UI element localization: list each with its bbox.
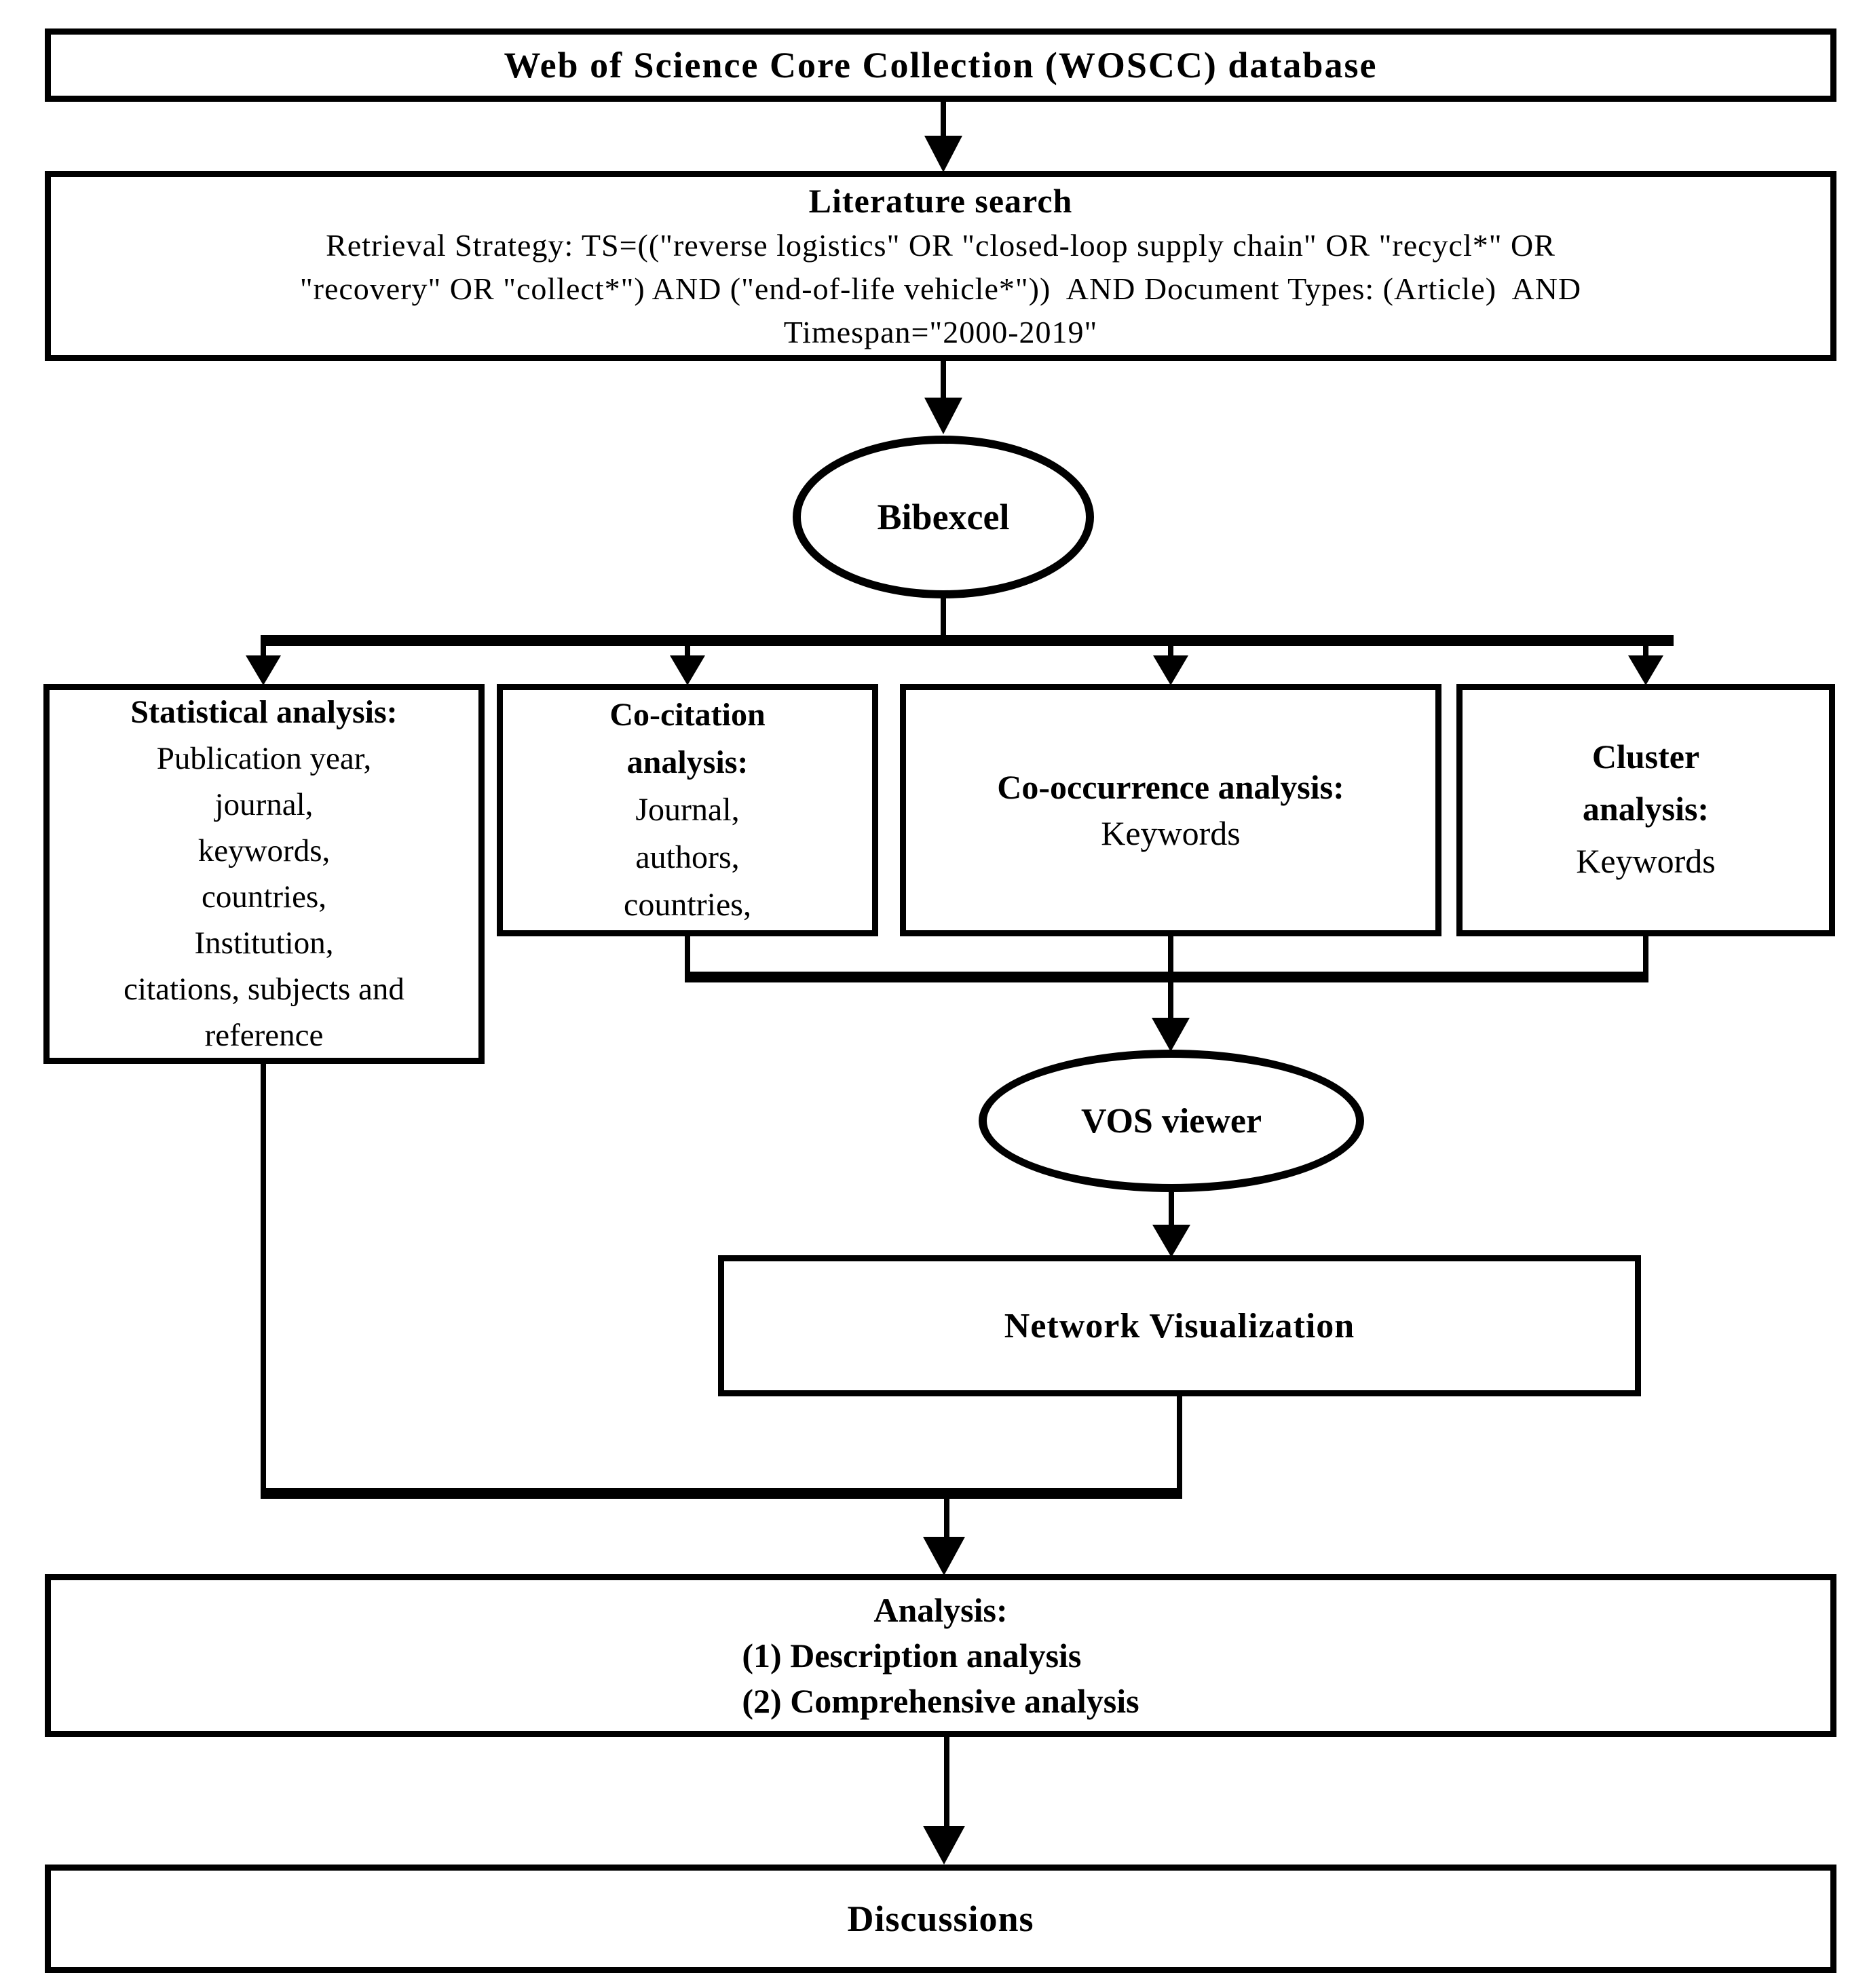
connector-distribution-line <box>261 635 1674 646</box>
cooccurrence-title: Co-occurrence analysis: <box>997 768 1344 806</box>
arrow-down-icon <box>1152 1225 1190 1257</box>
cluster-title-line1: Cluster <box>1591 738 1700 776</box>
connector-merge-line-2 <box>261 1488 1182 1499</box>
literature-retrieval-line-2: "recovery" OR "collect*") AND ("end-of-l… <box>299 271 1582 306</box>
vos-viewer-label: VOS viewer <box>1080 1101 1262 1141</box>
connector-merge-to-analysis <box>944 1499 949 1537</box>
connector-vos-to-network <box>1169 1192 1174 1225</box>
literature-retrieval-line-1: Retrieval Strategy: TS=(("reverse logist… <box>326 228 1555 263</box>
box-cooccurrence-analysis: Co-occurrence analysis: Keywords <box>900 684 1441 936</box>
connector-statistical-down <box>261 1064 266 1488</box>
connector-cocitation-stub <box>685 936 690 972</box>
cocitation-item: countries, <box>624 887 751 923</box>
box-literature-search: Literature search Retrieval Strategy: TS… <box>45 171 1836 361</box>
statistical-item: countries, <box>201 879 327 915</box>
statistical-item: Institution, <box>194 925 334 961</box>
box-woscc-database: Web of Science Core Collection (WOSCC) d… <box>45 28 1836 102</box>
statistical-item: citations, subjects and <box>124 972 404 1007</box>
arrow-down-icon <box>1152 1018 1190 1052</box>
box-cocitation-analysis: Co-citation analysis: Journal, authors, … <box>497 684 878 936</box>
arrow-down-icon <box>1153 655 1188 685</box>
statistical-item: keywords, <box>197 833 331 868</box>
connector-literature-to-bibexcel <box>941 361 946 398</box>
box-network-visualization: Network Visualization <box>718 1255 1641 1396</box>
connector-branch-cluster <box>1643 646 1648 657</box>
literature-title: Literature search <box>808 182 1073 220</box>
arrow-down-icon <box>1628 655 1663 685</box>
arrow-down-icon <box>670 655 705 685</box>
cocitation-item: authors, <box>635 839 740 875</box>
box-analysis: Analysis: (1) Description analysis (2) C… <box>45 1574 1836 1737</box>
cluster-item: Keywords <box>1576 842 1716 880</box>
woscc-title: Web of Science Core Collection (WOSCC) d… <box>504 45 1378 85</box>
connector-cooccurrence-stub <box>1168 936 1173 972</box>
cocitation-title-line2: analysis: <box>626 744 749 780</box>
arrow-down-icon <box>924 136 962 172</box>
connector-branch-cocitation <box>685 646 690 657</box>
discussions-label: Discussions <box>847 1898 1034 1939</box>
bibexcel-label: Bibexcel <box>877 497 1010 537</box>
ellipse-bibexcel: Bibexcel <box>793 436 1094 598</box>
connector-merge-to-vos <box>1168 982 1173 1019</box>
arrow-down-icon <box>923 1826 965 1865</box>
analysis-items: (1) Description analysis (2) Comprehensi… <box>742 1633 1139 1724</box>
connector-branch-cooccurrence <box>1168 646 1173 657</box>
box-discussions: Discussions <box>45 1865 1836 1973</box>
statistical-title: Statistical analysis: <box>130 694 398 730</box>
cooccurrence-item: Keywords <box>1101 814 1241 852</box>
ellipse-vos-viewer: VOS viewer <box>979 1050 1364 1192</box>
cluster-title-line2: analysis: <box>1582 790 1710 828</box>
connector-bibexcel-stub <box>941 597 946 635</box>
network-visualization-label: Network Visualization <box>1004 1306 1355 1345</box>
arrow-down-icon <box>246 655 281 685</box>
statistical-item: journal, <box>214 787 314 822</box>
connector-network-stub <box>1177 1396 1182 1488</box>
cocitation-title-line1: Co-citation <box>609 697 766 733</box>
connector-cluster-stub <box>1643 936 1648 972</box>
statistical-item: reference <box>204 1018 324 1053</box>
box-statistical-analysis: Statistical analysis: Publication year, … <box>43 684 485 1064</box>
literature-retrieval-line-3: Timespan="2000-2019" <box>783 315 1098 349</box>
statistical-item: Publication year, <box>156 741 372 776</box>
analysis-item: (1) Description analysis <box>742 1636 1082 1675</box>
arrow-down-icon <box>923 1537 965 1575</box>
connector-branch-statistical <box>261 646 266 657</box>
analysis-item: (2) Comprehensive analysis <box>742 1681 1139 1720</box>
connector-analysis-to-discussions <box>944 1737 949 1826</box>
connector-merge-line <box>685 972 1648 982</box>
arrow-down-icon <box>924 398 962 434</box>
box-cluster-analysis: Cluster analysis: Keywords <box>1456 684 1835 936</box>
cocitation-item: Journal, <box>635 792 740 828</box>
analysis-title: Analysis: <box>873 1590 1008 1629</box>
connector-woscc-to-literature <box>941 102 946 136</box>
